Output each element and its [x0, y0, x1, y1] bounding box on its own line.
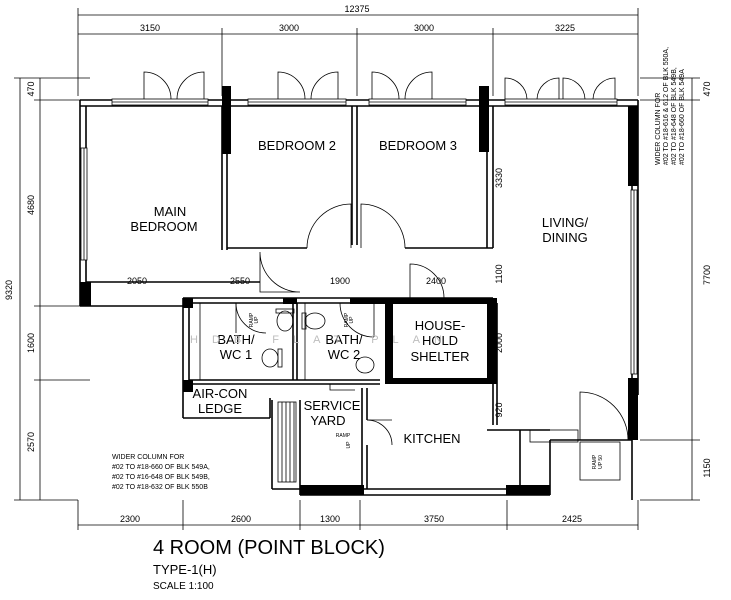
dim-right-2: 7700 — [702, 265, 712, 285]
dim-interior-h3: 1900 — [330, 276, 350, 286]
watermark: HDB FLAT PLAN — [190, 334, 456, 346]
service-yard-fixtures — [277, 401, 297, 483]
windows — [80, 98, 638, 375]
room-label-bedroom-3: BEDROOM 3 — [379, 138, 457, 153]
dim-top-4: 3225 — [555, 23, 575, 33]
room-label-shelter-line2: HOLD — [422, 333, 458, 348]
ramp-label-bath1-2: UP — [254, 316, 260, 324]
bath-fixtures — [199, 303, 375, 391]
ramp-label-yard-2: UP — [346, 441, 352, 449]
dim-right-1: 470 — [702, 81, 712, 96]
dim-interior-v1: 3330 — [494, 168, 504, 188]
dim-top-3: 3000 — [414, 23, 434, 33]
room-label-main-bedroom-line2: BEDROOM — [130, 219, 197, 234]
dim-left-2: 4680 — [26, 195, 36, 215]
room-label-yard-line1: SERVICE — [304, 398, 361, 413]
dim-bottom-3: 1300 — [320, 514, 340, 524]
right-dimension-lines — [640, 77, 700, 501]
dim-top-2: 3000 — [279, 23, 299, 33]
dim-bottom-2: 2600 — [231, 514, 251, 524]
dim-interior-h4: 2400 — [426, 276, 446, 286]
room-label-shelter-line3: SHELTER — [411, 349, 470, 364]
room-label-aircon-line2: LEDGE — [198, 401, 242, 416]
plan-title: 4 ROOM (POINT BLOCK) — [153, 537, 385, 559]
dim-right-3: 1150 — [702, 458, 712, 477]
ramp-label-bath2-1: RAMP — [344, 312, 350, 327]
dim-top-1: 3150 — [140, 23, 160, 33]
dim-bottom-4: 3750 — [424, 514, 444, 524]
left-dimension-lines — [14, 77, 90, 501]
ramp-label-bath1-1: RAMP — [249, 312, 255, 327]
ramp-label-entrance-2: UP 50 — [598, 455, 604, 469]
room-label-living-line2: DINING — [542, 230, 588, 245]
dim-left-4: 2570 — [26, 432, 36, 452]
top-dimension-lines — [77, 8, 639, 96]
dim-left-3: 1600 — [26, 333, 36, 353]
dim-interior-v2: 1100 — [494, 264, 504, 283]
dim-overall-width: 12375 — [344, 4, 369, 14]
plan-scale: SCALE 1:100 — [153, 581, 214, 592]
note-left-line4: #02 TO #18-632 OF BLK 550B — [112, 484, 208, 491]
room-label-bath2-line1: BATH/ — [325, 332, 363, 347]
room-label-bath1-line1: BATH/ — [217, 332, 255, 347]
note-right-line3: #02 TO #18-648 OF BLK 549B, — [671, 67, 678, 165]
note-wider-column-left: WIDER COLUMN FOR #02 TO #18-660 OF BLK 5… — [112, 454, 210, 491]
note-right-line1: WIDER COLUMN FOR — [655, 93, 662, 165]
dim-left-total: 9320 — [4, 280, 14, 300]
dim-interior-v4: 920 — [494, 402, 504, 417]
note-right-line2: #02 TO #18-616 & 612 OF BLK 550A, — [663, 47, 670, 165]
room-label-aircon-line1: AIR-CON — [193, 386, 248, 401]
dim-interior-h2: 2550 — [230, 276, 250, 286]
room-label-bath1-line2: WC 1 — [220, 347, 253, 362]
dim-bottom-5: 2425 — [562, 514, 582, 524]
room-label-kitchen: KITCHEN — [403, 431, 460, 446]
note-right-line4: #02 TO #18-660 OF BLK 549A — [679, 69, 686, 165]
dim-interior-h1: 2050 — [127, 276, 147, 286]
door-swings — [143, 71, 629, 481]
bottom-dimension-lines — [77, 500, 639, 530]
room-label-yard-line2: YARD — [310, 413, 345, 428]
ramp-label-bath2-2: UP — [349, 316, 355, 324]
ramp-label-entrance-1: RAMP — [592, 454, 598, 469]
room-label-shelter-line1: HOUSE- — [415, 318, 466, 333]
plan-type: TYPE-1(H) — [153, 562, 217, 577]
ramp-label-yard-1: RAMP — [336, 433, 351, 439]
columns — [80, 86, 638, 495]
note-left-line3: #02 TO #16-648 OF BLK 549B, — [112, 474, 210, 481]
room-label-bedroom-2: BEDROOM 2 — [258, 138, 336, 153]
room-label-main-bedroom-line1: MAIN — [154, 204, 187, 219]
room-label-living-line1: LIVING/ — [542, 215, 589, 230]
note-left-line1: WIDER COLUMN FOR — [112, 454, 184, 461]
dim-left-1: 470 — [26, 81, 36, 96]
room-label-bath2-line2: WC 2 — [328, 347, 361, 362]
dim-interior-v3: 2000 — [494, 333, 504, 353]
note-wider-column-right: WIDER COLUMN FOR #02 TO #18-616 & 612 OF… — [655, 47, 686, 165]
note-left-line2: #02 TO #18-660 OF BLK 549A, — [112, 464, 210, 471]
dim-bottom-1: 2300 — [120, 514, 140, 524]
